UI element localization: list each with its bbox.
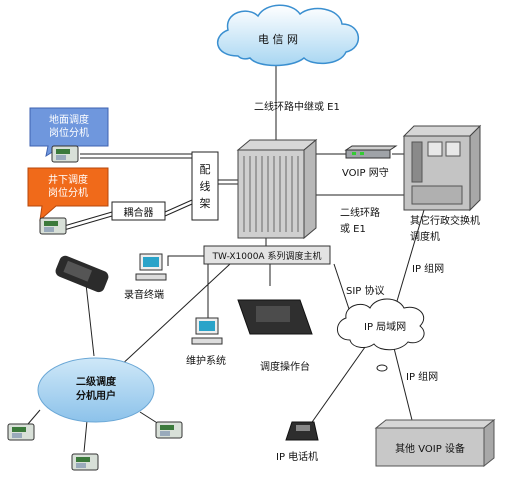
ip-lan-label: IP 局域网 [364, 322, 407, 333]
console-label: 调度操作台 [260, 362, 310, 373]
ip-lan-cloud [337, 298, 425, 372]
maintenance-label: 维护系统 [186, 356, 226, 367]
secondary-users-label: 二级调度 分机用户 [76, 377, 116, 402]
relay-label: 二线环路中继或 E1 [254, 102, 340, 113]
other-voip-label: 其他 VOIP 设备 [395, 443, 465, 455]
ground-dispatcher-label: 地面调度 岗位分机 [49, 115, 89, 139]
voip-gateway-icon [344, 145, 398, 159]
sip-label: SIP 协议 [346, 286, 385, 297]
main-rack-icon [236, 138, 318, 240]
main-unit-label: TW-X1000A 系列调度主机 [212, 251, 322, 262]
phone-icon [7, 423, 35, 441]
recorder-computer-icon [135, 253, 167, 281]
other-switch-cabinet-icon [402, 124, 482, 212]
ip-phone-icon [285, 421, 319, 441]
underground-callout-shape [27, 167, 109, 222]
ip-phone-label: IP 电话机 [276, 452, 319, 463]
telecom-cloud [217, 4, 359, 67]
recorder-label: 录音终端 [124, 290, 164, 301]
voip-gateway-label: VOIP 网守 [342, 168, 389, 179]
secondary-users-ellipse [37, 357, 155, 423]
connection-lines [27, 66, 425, 453]
coupler-label: 耦合器 [123, 207, 154, 219]
loop-e1-label: 二线环路 或 E1 [340, 208, 380, 235]
dispatch-console-icon [55, 255, 109, 293]
maintenance-computer-icon [191, 317, 223, 345]
coupler-box [111, 201, 166, 221]
phone-icon [39, 217, 67, 235]
phone-icon [51, 145, 79, 163]
telecom-label: 电 信 网 [258, 33, 298, 46]
phone-icon [71, 453, 99, 471]
ip-group-label-2: IP 组网 [406, 372, 439, 383]
distribution-frame-label: 配 线 架 [199, 162, 211, 210]
distribution-frame-box [191, 151, 219, 221]
other-switch-label: 其它行政交换机 调度机 [410, 216, 480, 243]
ip-group-label-1: IP 组网 [412, 264, 445, 275]
other-voip-box [374, 418, 496, 468]
phone-icon [155, 421, 183, 439]
underground-dispatcher-label: 井下调度 岗位分机 [48, 175, 88, 199]
main-unit-box [203, 245, 331, 265]
console-device-icon [237, 299, 313, 335]
